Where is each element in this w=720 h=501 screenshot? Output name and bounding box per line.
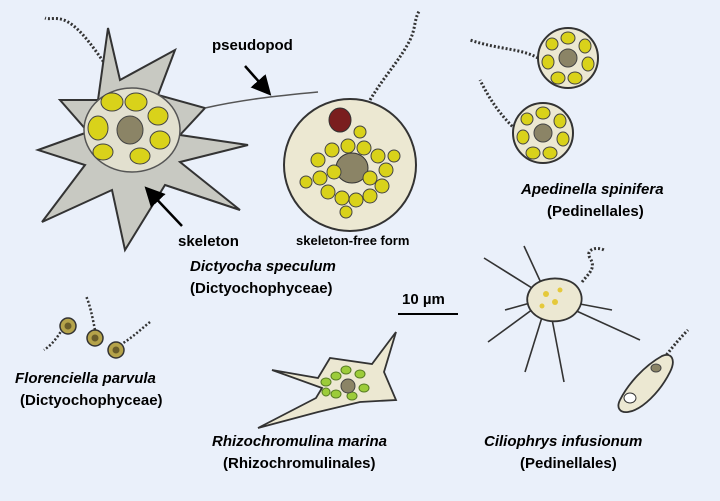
ciliophrys-flagellate	[617, 328, 690, 413]
florenciella-class: (Dictyochophyceae)	[20, 392, 163, 409]
dictyocha-naked-cell	[283, 9, 422, 232]
rhizochromulina-cell	[257, 331, 398, 429]
skeleton-label: skeleton	[178, 233, 239, 250]
rhizochromulina-species-name: Rhizochromulina marina	[212, 433, 388, 450]
florenciella-cells	[43, 295, 151, 359]
dictyocha-class: (Dictyochophyceae)	[190, 280, 333, 297]
apedinella-cells	[469, 27, 599, 164]
ciliophrys-heliozoan	[483, 245, 641, 383]
dictyocha-skeletal-cell	[34, 16, 319, 253]
pseudopod-label: pseudopod	[212, 37, 293, 54]
apedinella-species-name: Apedinella spinifera	[521, 181, 664, 198]
skeleton-free-label: skeleton-free form	[296, 233, 410, 248]
apedinella-class: (Pedinellales)	[547, 203, 644, 220]
scale-bar-label: 10 µm	[402, 291, 445, 308]
dictyocha-species-name: Dictyocha speculum	[190, 258, 336, 275]
florenciella-species-name: Florenciella parvula	[15, 370, 156, 387]
ciliophrys-class: (Pedinellales)	[520, 455, 617, 472]
pseudopod-strand	[204, 91, 319, 109]
rhizochromulina-class: (Rhizochromulinales)	[223, 455, 376, 472]
naked-flagellum	[368, 9, 422, 101]
pseudopod-arrow	[244, 65, 272, 96]
skeleton-arrow	[144, 186, 183, 227]
ciliophrys-species-name: Ciliophrys infusionum	[484, 433, 643, 450]
dictyocha-flagellum	[44, 16, 110, 69]
